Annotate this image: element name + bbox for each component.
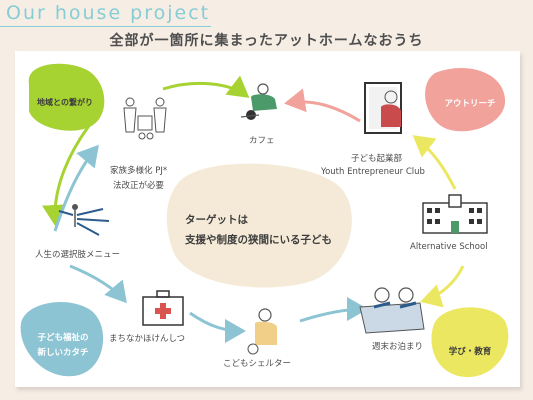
center-blob [166, 163, 352, 288]
label-diversity-line2: 法改正が必要 [113, 181, 165, 191]
outreach-badge-blob [425, 68, 506, 132]
community-badge-blob [28, 63, 105, 131]
badge-community: 地域との繋がり [37, 98, 93, 107]
welfare-badge-blob [20, 301, 104, 377]
arrow-clinic-to-shelter [189, 311, 246, 343]
label-shelter: こどもシェルター [223, 359, 292, 369]
label-cafe: カフェ [249, 136, 275, 146]
label-life-choices: 人生の選択肢メニュー [35, 250, 121, 260]
center-line2: 支援や制度の狭間にいる子ども [185, 234, 332, 246]
weekend-illustration [359, 287, 425, 334]
label-startup-line1: 子ども起業部 [351, 154, 403, 164]
label-weekend: 週末お泊まり [372, 342, 424, 352]
family-illustration [123, 97, 167, 140]
learning-badge-blob [431, 307, 509, 378]
title-underline [0, 26, 211, 27]
page-subtitle: 全部が一箇所に集まったアットホームなおうち [109, 33, 424, 49]
arrow-school-to-weekend [420, 265, 465, 308]
badge-welfare-line2: 新しいカタチ [37, 348, 89, 358]
label-school: Alternative School [410, 242, 488, 252]
startup-illustration [364, 82, 402, 134]
arrow-startup-to-cafe [284, 88, 361, 123]
diagram-art [20, 63, 509, 378]
badge-outreach: アウトリーチ [444, 99, 496, 109]
arrow-community-down [42, 122, 93, 226]
badge-learning: 学び・教育 [448, 347, 492, 357]
arrow-up-to-startup [412, 135, 457, 190]
arrow-life-to-diversity [53, 144, 99, 232]
badge-welfare-line1: 子ども福祉の [37, 333, 89, 343]
shelter-illustration [247, 308, 277, 355]
clinic-illustration [142, 290, 184, 326]
arrow-life-to-clinic [69, 264, 127, 304]
center-line1: ターゲットは [185, 214, 248, 226]
diagram-panel: 地域との繋がり アウトリーチ 子ども福祉の 新しいカタチ 学び・教育 カフェ 子… [15, 51, 520, 387]
label-diversity-line1: 家族多様化 PJ* [110, 166, 168, 176]
arrow-community-to-cafe [162, 75, 250, 98]
school-illustration [422, 194, 488, 234]
title-text: Our house project [6, 2, 211, 24]
label-startup-line2: Youth Entrepreneur Club [321, 167, 425, 177]
choices-illustration [58, 204, 110, 236]
arrow-shelter-to-weekend [299, 297, 368, 323]
cafe-illustration [240, 83, 277, 120]
label-clinic: まちなかほけんしつ [109, 334, 185, 344]
